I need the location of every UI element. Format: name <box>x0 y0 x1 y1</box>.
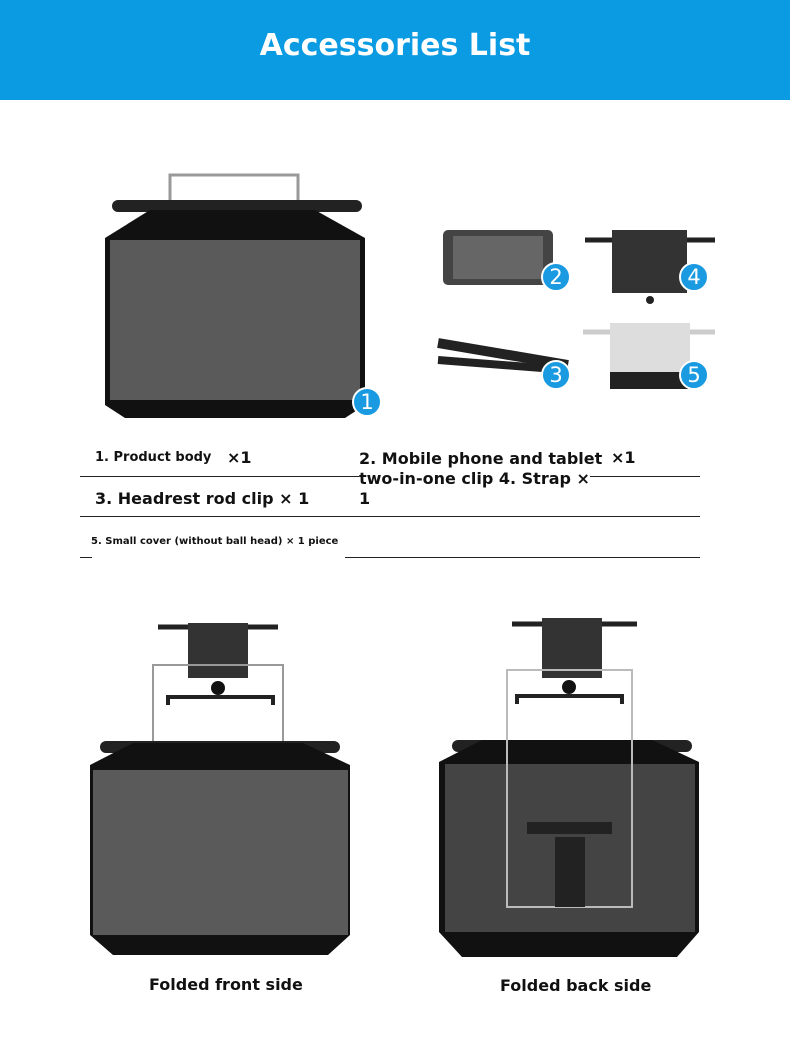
item-1-qty: ×1 <box>227 448 252 467</box>
folded-front-image <box>90 623 350 955</box>
divider <box>80 557 92 558</box>
item-1-label: 1. Product body <box>95 450 212 465</box>
badge-1: 1 <box>352 387 382 417</box>
caption-back: Folded back side <box>500 976 652 995</box>
product-body-image <box>105 173 365 418</box>
folded-back-image <box>439 618 699 957</box>
badge-2: 2 <box>541 262 571 292</box>
small-cover-image <box>583 323 715 389</box>
badge-5: 5 <box>679 360 709 390</box>
badge-4: 4 <box>679 262 709 292</box>
headrest-clip-image <box>585 230 715 304</box>
divider <box>80 516 700 517</box>
caption-front: Folded front side <box>149 975 303 994</box>
item-2-line-3: 1 <box>359 489 371 508</box>
item-2-label: 2. Mobile phone and tablet <box>359 449 603 468</box>
divider <box>345 557 700 558</box>
header-banner: Accessories List <box>0 0 790 100</box>
page-title: Accessories List <box>259 27 531 63</box>
item-5-label: 5. Small cover (without ball head) × 1 p… <box>91 536 339 547</box>
item-2-line-2: two-in-one clip 4. Strap × <box>359 469 590 488</box>
item-3-label: 3. Headrest rod clip × 1 <box>95 489 310 508</box>
badge-3: 3 <box>541 360 571 390</box>
item-2-qty: ×1 <box>611 448 636 467</box>
phone-clip-image <box>443 230 553 285</box>
